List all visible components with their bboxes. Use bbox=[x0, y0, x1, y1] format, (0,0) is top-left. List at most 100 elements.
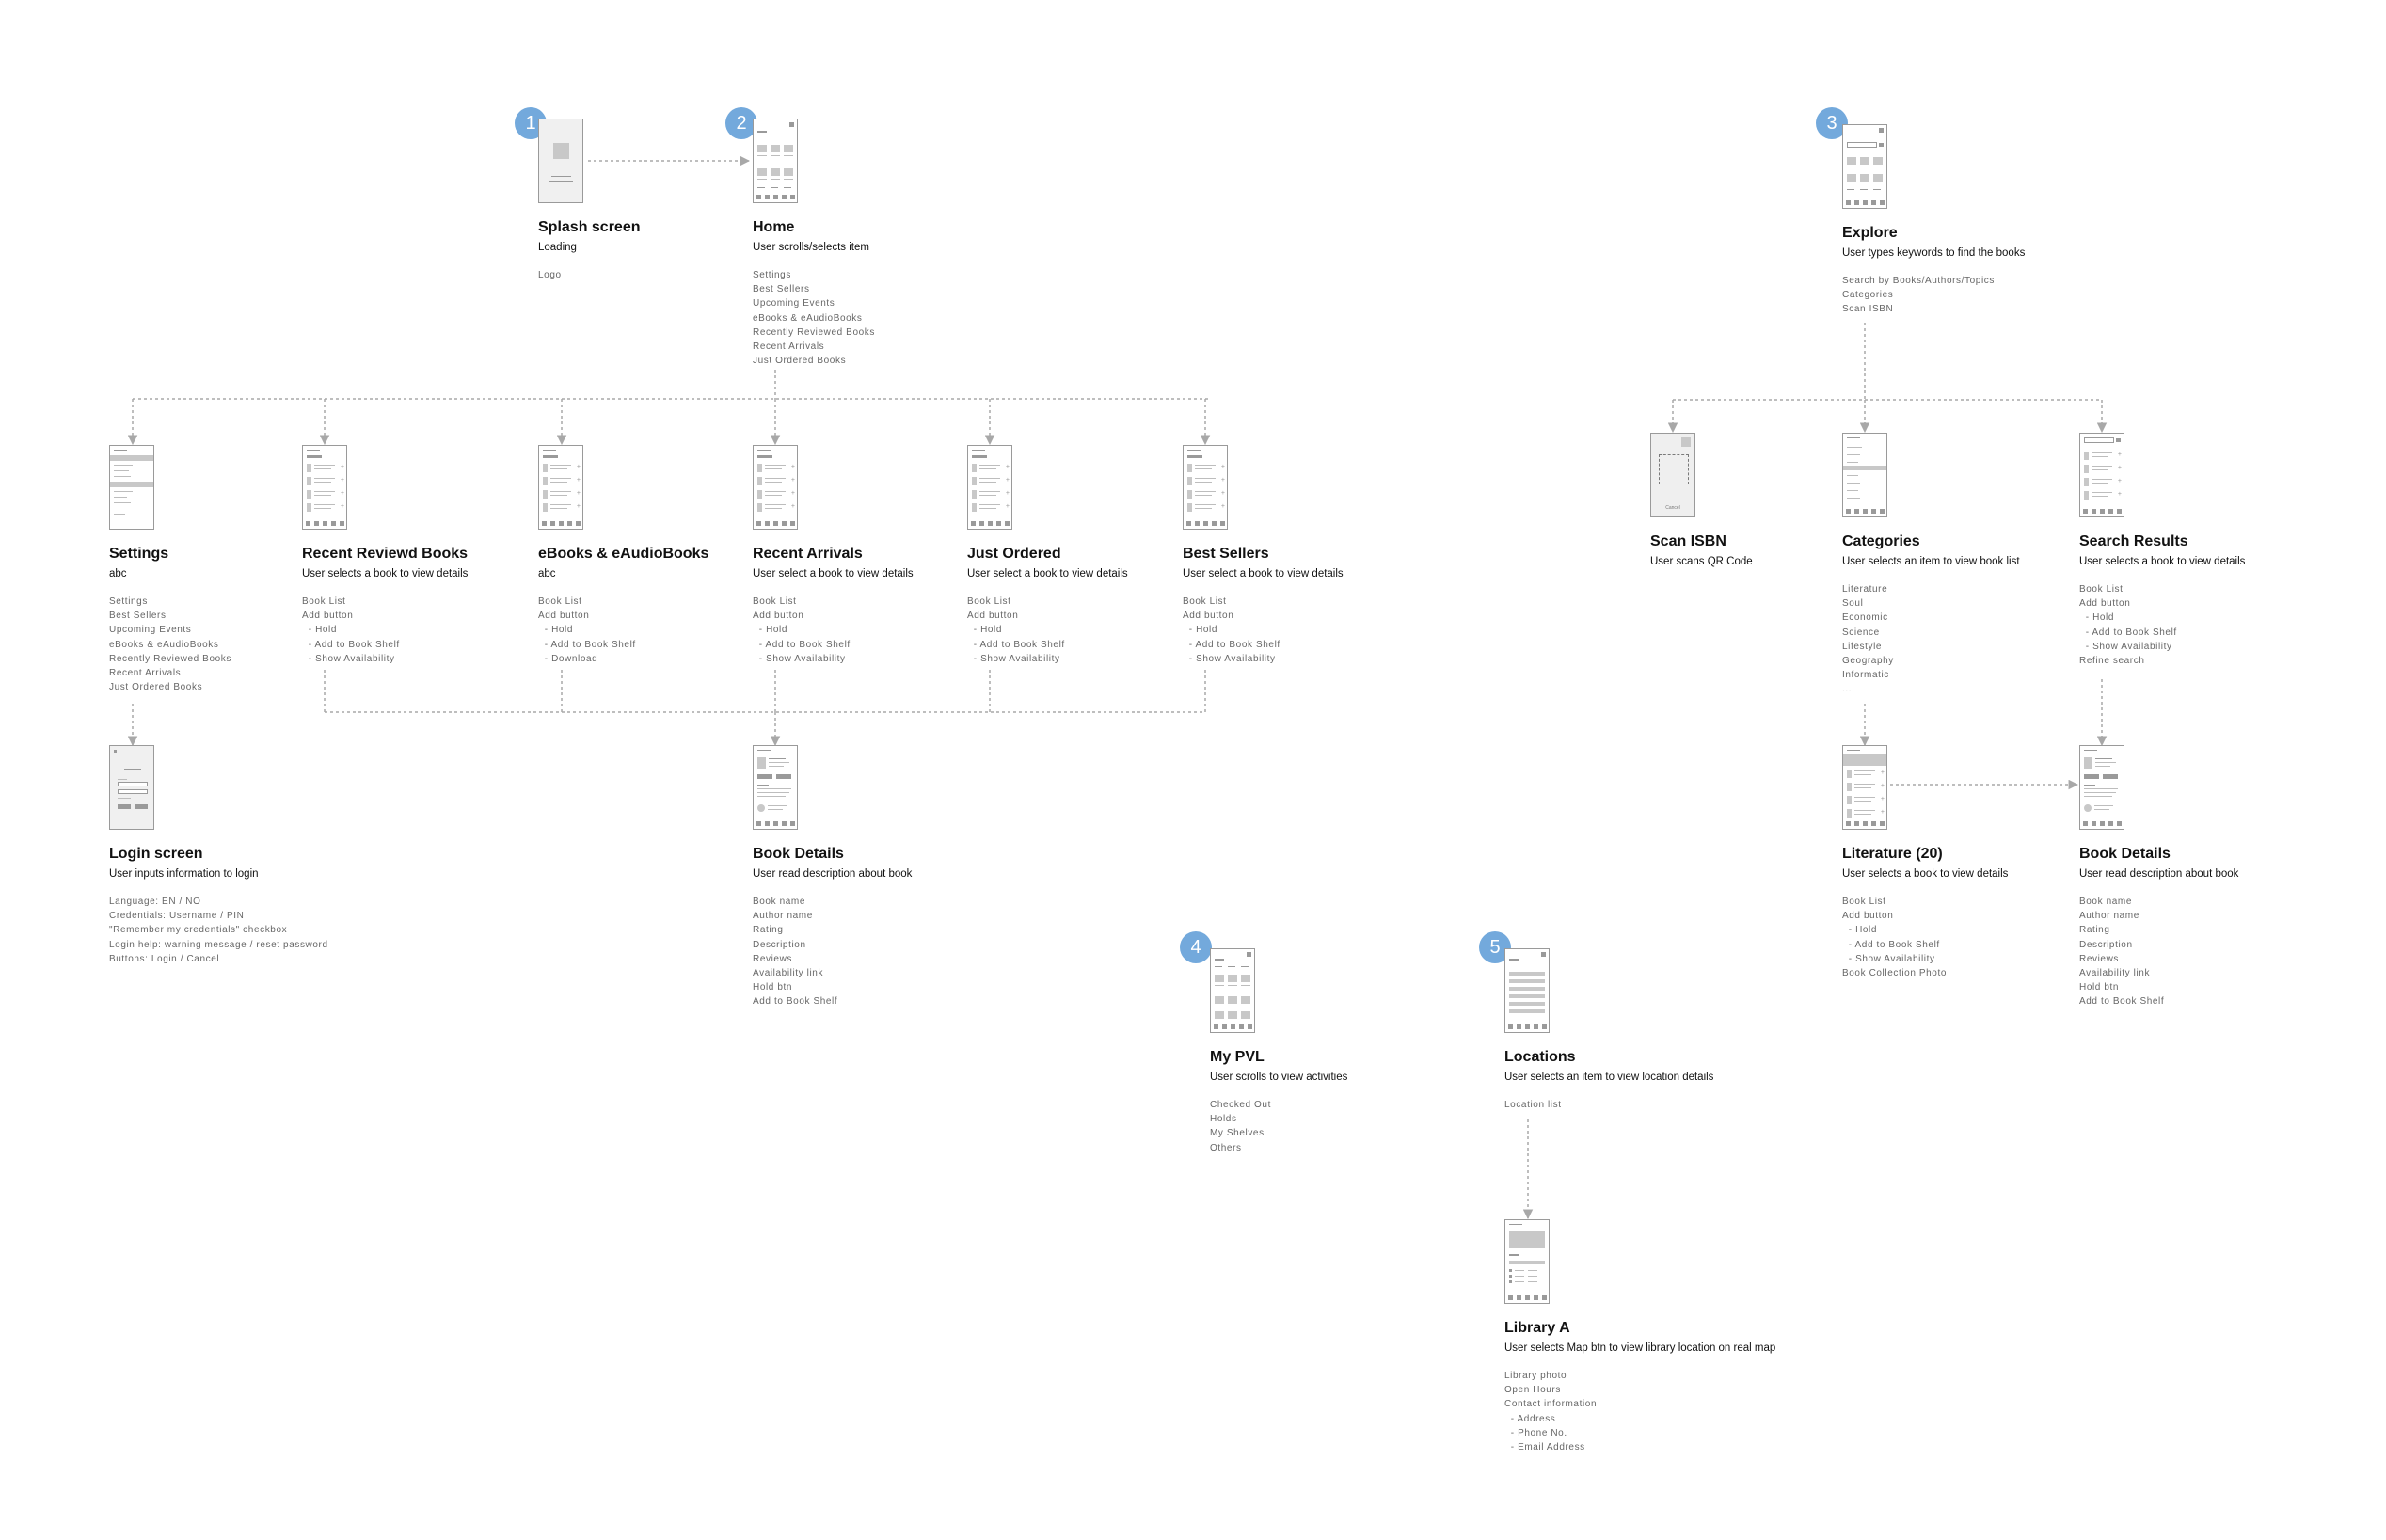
detail-item: Hold btn bbox=[753, 982, 793, 993]
detail-item: - Add to Book Shelf bbox=[538, 639, 636, 650]
node-details: Settings Best Sellers Upcoming Events eB… bbox=[753, 268, 875, 368]
detail-item: Upcoming Events bbox=[109, 625, 192, 636]
wireframe-book-list: + + + + bbox=[1183, 445, 1228, 530]
detail-item: Add button bbox=[967, 611, 1019, 622]
step-badge-4: 4 bbox=[1180, 931, 1212, 963]
detail-item: Book List bbox=[538, 596, 582, 607]
detail-item: - Download bbox=[538, 653, 598, 664]
detail-item: Rating bbox=[753, 925, 784, 936]
wireframe-my-pvl bbox=[1210, 948, 1255, 1033]
detail-item: - Add to Book Shelf bbox=[753, 639, 851, 650]
wireframe-book-details bbox=[2079, 745, 2124, 830]
node-title: eBooks & eAudioBooks bbox=[538, 546, 709, 562]
node-subtitle: User scrolls to view activities bbox=[1210, 1072, 1348, 1083]
detail-item: Economic bbox=[1842, 612, 1888, 624]
detail-item: - Add to Book Shelf bbox=[2079, 627, 2177, 638]
node-details: Book List Add button - Hold - Add to Boo… bbox=[538, 595, 636, 666]
detail-item: Author name bbox=[753, 911, 813, 922]
node-title: Splash screen bbox=[538, 219, 641, 235]
detail-item: - Hold bbox=[753, 625, 788, 636]
detail-item: Soul bbox=[1842, 598, 1864, 610]
detail-item: - Add to Book Shelf bbox=[967, 639, 1065, 650]
node-subtitle: User select a book to view details bbox=[753, 568, 914, 579]
detail-item: Rating bbox=[2079, 925, 2110, 936]
detail-item: My Shelves bbox=[1210, 1128, 1265, 1139]
wireframe-splash bbox=[538, 119, 583, 203]
node-subtitle: User types keywords to find the books bbox=[1842, 247, 2026, 259]
node-subtitle: User scrolls/selects item bbox=[753, 242, 869, 253]
node-details: Book List Add button - Hold - Add to Boo… bbox=[1183, 595, 1280, 666]
node-details: Library photo Open Hours Contact informa… bbox=[1504, 1369, 1597, 1454]
node-details: Book List Add button - Hold - Add to Boo… bbox=[1842, 895, 1947, 980]
wireframe-literature: + + + + bbox=[1842, 745, 1887, 830]
detail-item: Others bbox=[1210, 1142, 1242, 1153]
detail-item: Recent Arrivals bbox=[109, 668, 182, 679]
detail-item: - Show Availability bbox=[2079, 641, 2172, 652]
node-title: Settings bbox=[109, 546, 169, 562]
node-details: Book List Add button - Hold - Add to Boo… bbox=[967, 595, 1065, 666]
detail-item: Science bbox=[1842, 627, 1880, 638]
detail-item: - Phone No. bbox=[1504, 1427, 1567, 1438]
detail-item: eBooks & eAudioBooks bbox=[109, 639, 219, 650]
detail-item: - Address bbox=[1504, 1413, 1556, 1424]
detail-item: Book Collection Photo bbox=[1842, 968, 1947, 979]
node-title: Explore bbox=[1842, 225, 1898, 241]
detail-item: - Hold bbox=[1183, 625, 1218, 636]
node-subtitle: abc bbox=[538, 568, 556, 579]
detail-item: Recent Arrivals bbox=[753, 341, 825, 353]
detail-item: - Show Availability bbox=[967, 653, 1060, 664]
detail-item: Logo bbox=[538, 270, 562, 280]
detail-item: Add to Book Shelf bbox=[2079, 996, 2165, 1008]
wireframe-book-list: + + + + bbox=[538, 445, 583, 530]
node-title: Login screen bbox=[109, 846, 203, 862]
detail-item: Contact information bbox=[1504, 1399, 1598, 1410]
detail-item: Buttons: Login / Cancel bbox=[109, 953, 220, 964]
detail-item: ... bbox=[1842, 684, 1853, 695]
detail-item: Author name bbox=[2079, 911, 2139, 922]
node-subtitle: User selects a book to view details bbox=[302, 568, 469, 579]
detail-item: Reviews bbox=[753, 953, 792, 964]
detail-item: Library photo bbox=[1504, 1371, 1567, 1381]
step-badge-2: 2 bbox=[725, 107, 757, 139]
node-subtitle: User selects a book to view details bbox=[1842, 868, 2009, 880]
node-details: Book List Add button - Hold - Add to Boo… bbox=[302, 595, 400, 666]
detail-item: Book List bbox=[2079, 584, 2124, 595]
detail-item: Best Sellers bbox=[109, 611, 167, 622]
detail-item: Just Ordered Books bbox=[109, 682, 203, 693]
wireframe-scanner: Cancel bbox=[1650, 433, 1695, 517]
detail-item: Availability link bbox=[2079, 968, 2151, 979]
detail-item: Add button bbox=[538, 611, 590, 622]
node-details: Literature Soul Economic Science Lifesty… bbox=[1842, 582, 1894, 697]
detail-item: Add button bbox=[753, 611, 804, 622]
detail-item: Open Hours bbox=[1504, 1385, 1561, 1396]
detail-item: Book name bbox=[2079, 897, 2132, 907]
node-title: Just Ordered bbox=[967, 546, 1061, 562]
node-subtitle: abc bbox=[109, 568, 127, 579]
detail-item: Description bbox=[753, 939, 806, 950]
detail-item: Search by Books/Authors/Topics bbox=[1842, 276, 1995, 286]
detail-item: - Add to Book Shelf bbox=[1842, 939, 1940, 950]
detail-item: Literature bbox=[1842, 584, 1888, 595]
node-subtitle: User selects Map btn to view library loc… bbox=[1504, 1342, 1776, 1354]
node-title: Categories bbox=[1842, 533, 1920, 549]
node-title: Book Details bbox=[753, 846, 844, 862]
detail-item: Book List bbox=[1842, 897, 1886, 907]
detail-item: Book List bbox=[302, 596, 346, 607]
detail-item: - Show Availability bbox=[1842, 953, 1935, 964]
detail-item: - Hold bbox=[1842, 925, 1878, 936]
thumb-cancel-label: Cancel bbox=[1665, 505, 1680, 511]
detail-item: Add button bbox=[1183, 611, 1234, 622]
detail-item: Add button bbox=[1842, 911, 1894, 922]
node-details: Book List Add button - Hold - Add to Boo… bbox=[2079, 582, 2177, 668]
detail-item: Settings bbox=[753, 270, 791, 280]
detail-item: Location list bbox=[1504, 1100, 1562, 1110]
detail-item: Recently Reviewed Books bbox=[109, 653, 231, 664]
detail-item: - Hold bbox=[2079, 612, 2115, 624]
node-subtitle: User selects a book to view details bbox=[2079, 556, 2246, 567]
node-details: Checked Out Holds My Shelves Others bbox=[1210, 1098, 1271, 1155]
node-title: My PVL bbox=[1210, 1049, 1265, 1065]
node-details: Logo bbox=[538, 268, 562, 282]
detail-item: Settings bbox=[109, 596, 148, 607]
node-title: Home bbox=[753, 219, 795, 235]
